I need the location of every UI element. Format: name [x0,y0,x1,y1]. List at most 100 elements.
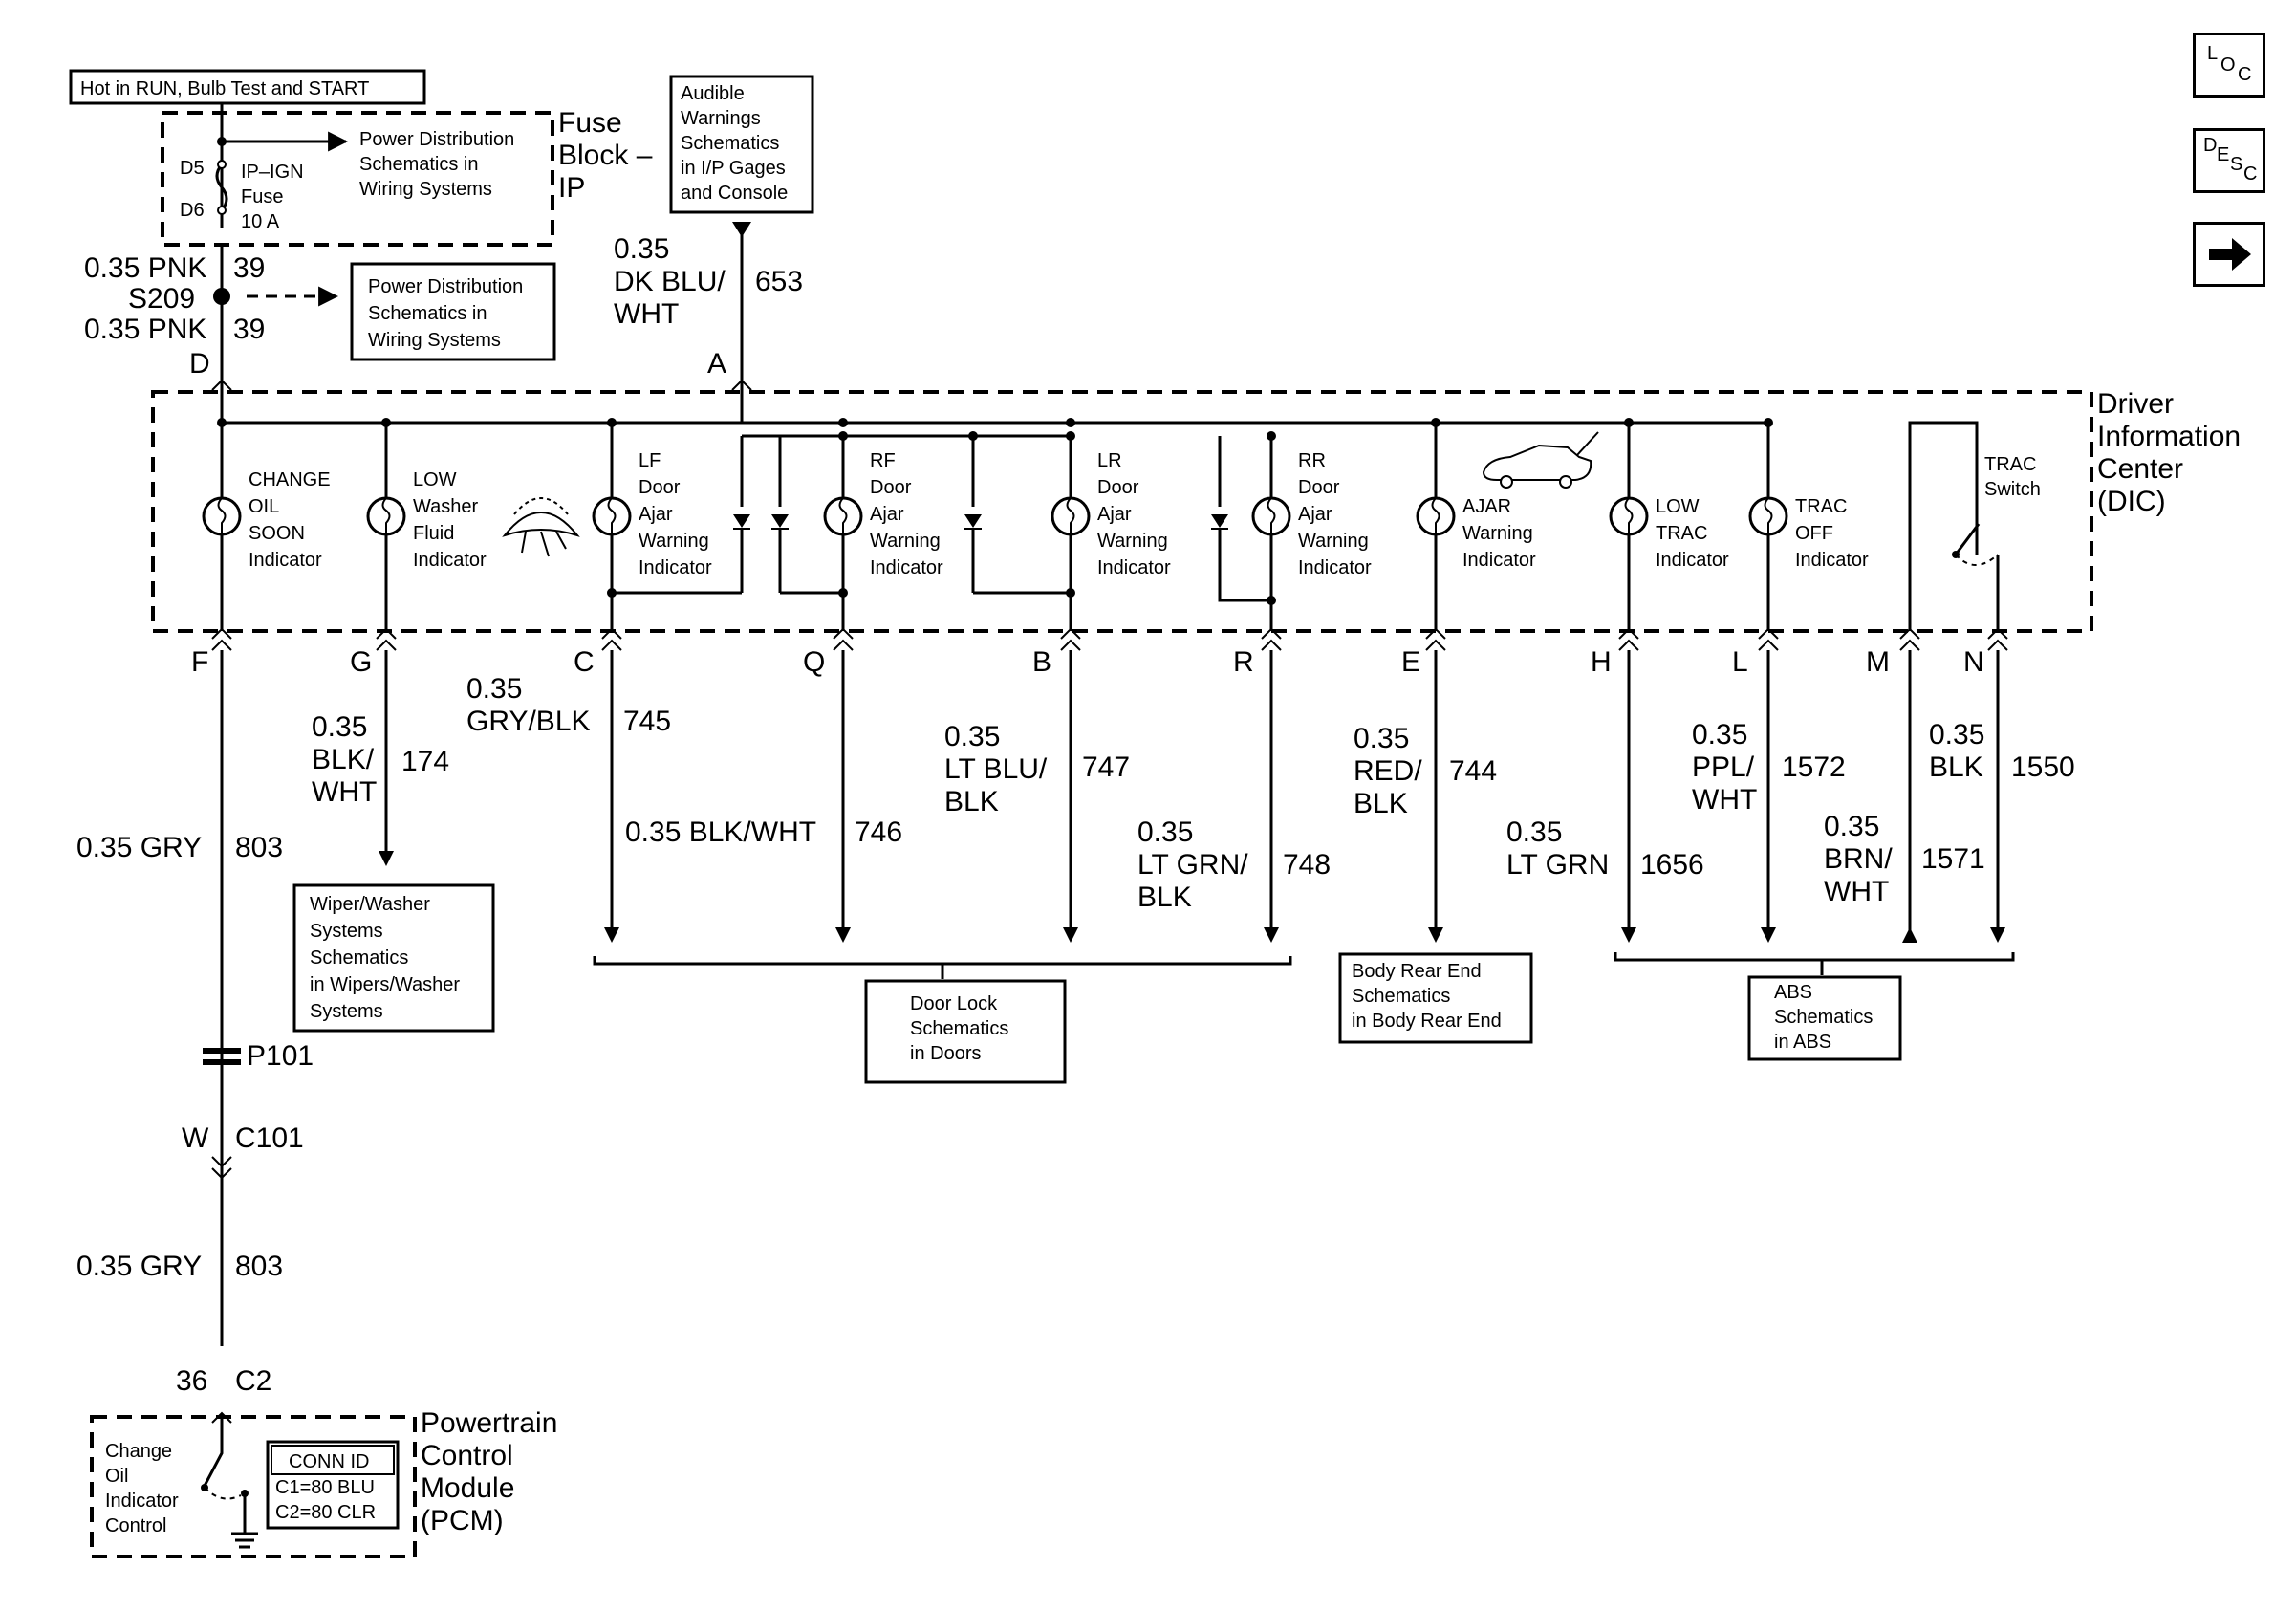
wire-n-label-2: BLK [1929,751,1983,783]
wire-h-label-1: 0.35 [1506,816,1562,848]
pin-l: L [1732,646,1748,678]
dic-title-1: Driver [2097,388,2174,420]
wire-b-label-3: BLK [944,786,999,817]
ajar-warning-indicator-bulb-icon [1416,496,1456,536]
wire-m-arrow-icon [1902,927,1917,943]
audible-ref-5: and Console [681,183,788,204]
audible-wire-2: DK BLU/ [614,266,726,297]
lf-door-ajar-indicator-label-2: Door [639,477,681,498]
dic-module: Driver Information Center (DIC) D A [151,348,2241,633]
audible-ref-2: Warnings [681,108,761,129]
indicators: CHANGEOILSOONIndicatorLOWWasherFluidIndi… [202,418,1869,631]
wire-f-size: 0.35 GRY [76,832,202,863]
splice-name: S209 [128,283,195,315]
wire-n-arrow-icon [1990,927,2005,943]
pin-c: C [574,646,595,678]
low-washer-fluid-indicator-label-4: Indicator [413,550,487,571]
location-button[interactable]: L O C [2193,33,2265,98]
rr-door-ajar-indicator-label-5: Indicator [1298,557,1372,578]
fuse-label-1: IP–IGN [241,162,304,183]
rf-door-ajar-indicator-bulb-icon [823,496,863,536]
wiper-ref-3: Schematics [310,947,408,969]
wire-e-label-1: 0.35 [1354,723,1409,754]
wire-c-label-2: GRY/BLK [466,706,591,737]
pcm-title-4: (PCM) [421,1505,504,1536]
dic-title-3: Center [2097,453,2183,485]
pin-h: H [1591,646,1612,678]
splice-ref-2: Schematics in [368,303,487,324]
wire-e-circuit: 744 [1449,755,1497,787]
wiper-ref-2: Systems [310,921,383,942]
dic-title-4: (DIC) [2097,486,2166,517]
rf-door-ajar-indicator-label-5: Indicator [870,557,943,578]
ajar-warning-indicator-label-3: Indicator [1462,550,1536,571]
wire-e-label-2: RED/ [1354,755,1422,787]
fuse-block-title-1: Fuse [558,107,622,139]
pcm-pin: 36 [176,1365,207,1397]
description-button[interactable]: D E S C [2193,128,2265,193]
audible-wire-3: WHT [614,298,679,330]
wire-n-label-1: 0.35 [1929,719,1984,751]
rf-door-ajar-indicator-label-1: RF [870,450,896,471]
right-arrow-icon [2209,238,2251,271]
wire-b-arrow-icon [1063,927,1078,943]
wire-r-arrow-icon [1264,927,1279,943]
low-trac-indicator-label-1: LOW [1656,496,1700,517]
wire-b-label-2: LT BLU/ [944,753,1048,785]
pin-d: D [189,348,210,380]
change-oil-soon-indicator-label-4: Indicator [249,550,322,571]
wire-e-arrow-icon [1428,927,1443,943]
rf-diode-icon [771,514,789,530]
fuse-ref-1: Power Distribution [359,129,514,150]
abs-ref-2: Schematics [1774,1007,1873,1028]
pcm-connector: C2 [235,1365,271,1397]
wire-r-label-2: LT GRN/ [1137,849,1248,881]
change-oil-soon-indicator-bulb-icon [202,496,242,536]
pcm-control-4: Control [105,1515,166,1536]
lr-door-ajar-indicator-label-1: LR [1097,450,1122,471]
pin-n: N [1963,646,1984,678]
wire-q-circuit: 746 [855,816,902,848]
wire-l-label-2: PPL/ [1692,751,1755,783]
low-washer-fluid-indicator-bulb-icon [366,496,406,536]
wire-l-label-3: WHT [1692,784,1757,816]
p101-label: P101 [247,1040,314,1072]
wire-h-arrow-icon [1621,927,1636,943]
c101-pin: W [182,1122,209,1154]
lower-wire-size: 0.35 PNK [84,314,206,345]
rf-door-ajar-indicator-label-3: Ajar [870,504,904,525]
wiper-ref: Wiper/Washer Systems Schematics in Wiper… [292,883,495,1033]
low-washer-fluid-indicator-label-1: LOW [413,469,457,490]
fuse-label-3: 10 A [241,211,280,232]
door-lock-ref-3: in Doors [910,1043,981,1064]
car-trunk-ajar-icon [1482,431,1599,489]
fuse-ref-2: Schematics in [359,154,479,175]
loc-letter-c: C [2238,64,2252,85]
lower-wire-size: 0.35 GRY [76,1251,202,1282]
fuse-pin-d6: D6 [180,200,205,221]
wire-e-label-3: BLK [1354,788,1408,819]
hot-at-label-box: Hot in RUN, Bulb Test and START [69,69,426,105]
upper-wire-circuit: 39 [233,252,265,284]
trac-off-indicator-bulb-icon [1748,496,1788,536]
pcm-title-1: Powertrain [421,1407,557,1439]
body-rear-ref: Body Rear End Schematics in Body Rear En… [1338,952,1533,1044]
change-oil-soon-indicator-label-1: CHANGE [249,469,331,490]
lr-door-ajar-indicator-label-4: Warning [1097,531,1168,552]
loc-letter-o: O [2220,54,2236,76]
c101-name: C101 [235,1122,304,1154]
wire-l-circuit: 1572 [1782,751,1846,783]
pin-m: M [1866,646,1890,678]
ajar-warning-indicator-label-1: AJAR [1462,496,1511,517]
lf-door-ajar-indicator-label-4: Warning [639,531,709,552]
next-button[interactable] [2193,222,2265,287]
door-lock-ref-1: Door Lock [910,993,998,1014]
wire-c-circuit: 745 [623,706,671,737]
trac-switch: TRAC Switch [1908,421,2041,631]
rf-door-ajar-indicator-label-4: Warning [870,531,941,552]
rr-diode-icon [1211,514,1228,530]
pin-e: E [1401,646,1420,678]
low-trac-indicator-label-2: TRAC [1656,523,1707,544]
pin-q: Q [803,646,825,678]
